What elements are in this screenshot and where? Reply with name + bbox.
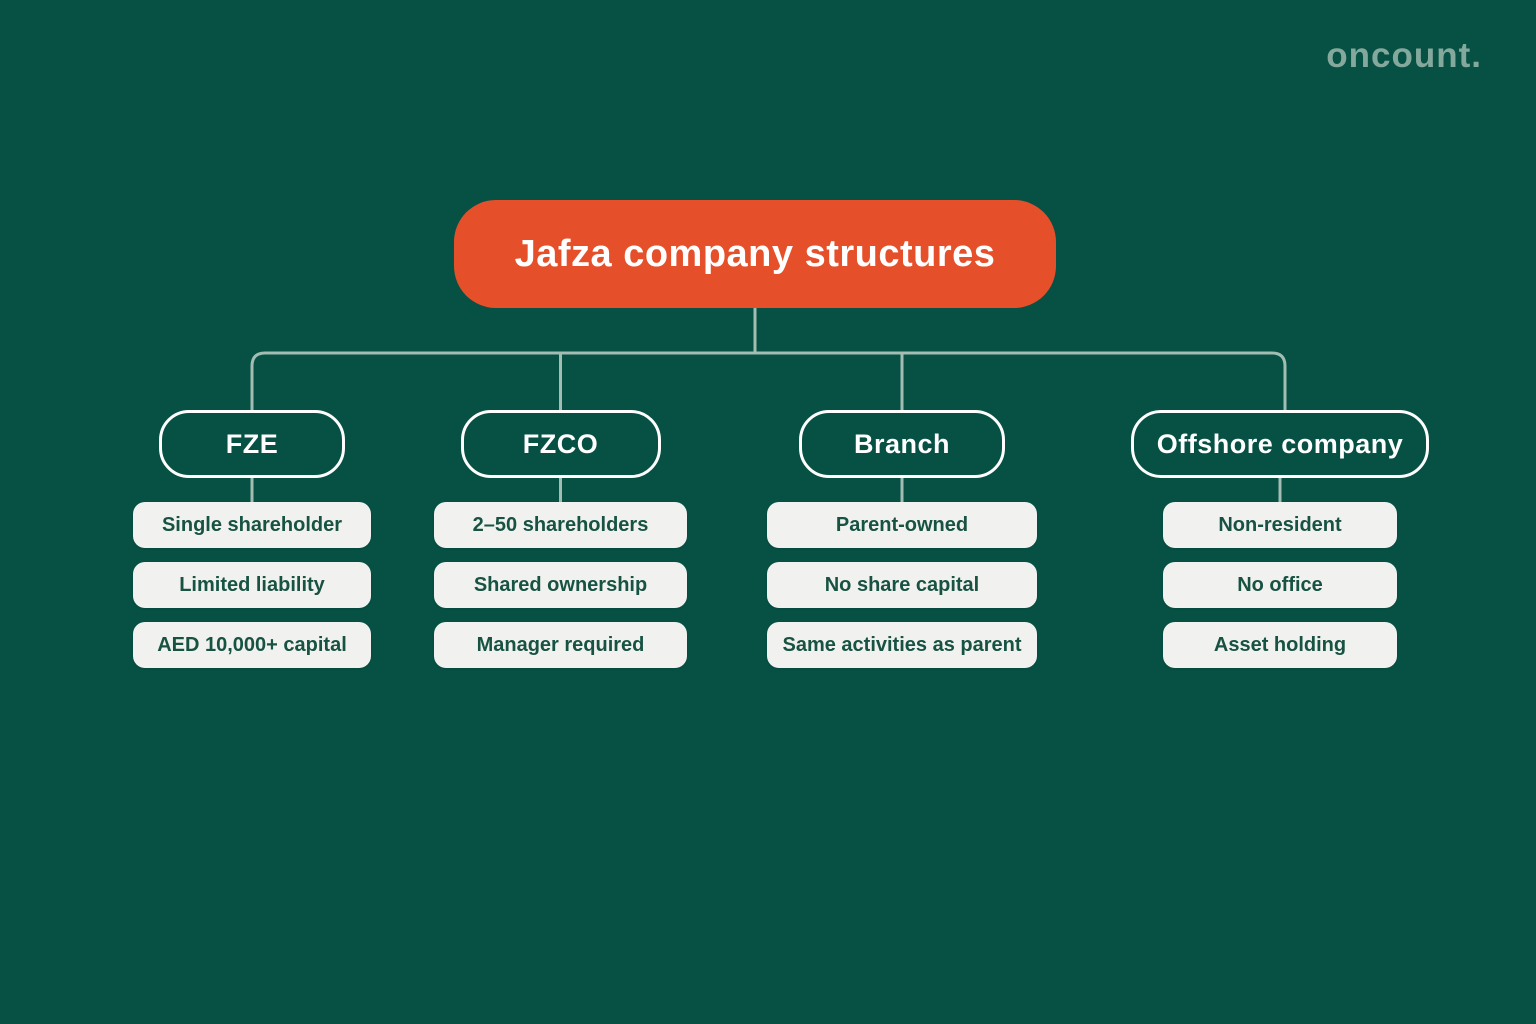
diagram-title: Jafza company structures <box>514 232 996 275</box>
connector-bus <box>250 351 1287 412</box>
leaf-item: Same activities as parent <box>767 622 1037 668</box>
node-header-label: Offshore company <box>1156 428 1404 459</box>
node-header-label: Branch <box>853 428 951 459</box>
title-node: Jafza company structures <box>454 200 1056 308</box>
column-offshore: Offshore company Non-resident No office … <box>1131 410 1429 668</box>
leaf-label: No office <box>1237 573 1323 596</box>
leaf-item: Manager required <box>434 622 687 668</box>
leaf-label: Asset holding <box>1213 633 1347 656</box>
leaf-label: Same activities as parent <box>782 633 1022 656</box>
leaf-item: 2–50 shareholders <box>434 502 687 548</box>
node-header-label: FZCO <box>522 428 599 459</box>
node-header-label: FZE <box>225 428 279 459</box>
leaf-label: 2–50 shareholders <box>472 513 649 536</box>
leaf-label: Non-resident <box>1218 513 1342 536</box>
node-header-offshore: Offshore company <box>1131 410 1429 478</box>
node-header-branch: Branch <box>799 410 1005 478</box>
node-header-fzco: FZCO <box>460 410 661 478</box>
leaf-item: No office <box>1163 562 1397 608</box>
leaf-item: Parent-owned <box>767 502 1037 548</box>
leaf-label: No share capital <box>824 573 980 596</box>
leaf-item: Asset holding <box>1163 622 1397 668</box>
leaf-item: Non-resident <box>1163 502 1397 548</box>
column-branch: Branch Parent-owned No share capital Sam… <box>767 410 1037 668</box>
leaf-item: Limited liability <box>133 562 371 608</box>
leaf-label: Limited liability <box>179 573 325 596</box>
leaf-item: Single shareholder <box>133 502 371 548</box>
node-header-fze: FZE <box>159 410 345 478</box>
leaf-label: Manager required <box>476 633 645 656</box>
leaf-item: AED 10,000+ capital <box>133 622 371 668</box>
leaf-item: No share capital <box>767 562 1037 608</box>
leaf-label: Parent-owned <box>835 513 969 536</box>
column-fze: FZE Single shareholder Limited liability… <box>133 410 371 668</box>
leaf-label: Shared ownership <box>473 573 648 596</box>
leaf-label: Single shareholder <box>161 513 343 536</box>
leaf-label: AED 10,000+ capital <box>157 633 347 656</box>
brand-logo: oncount. <box>1326 36 1482 75</box>
leaf-item: Shared ownership <box>434 562 687 608</box>
column-fzco: FZCO 2–50 shareholders Shared ownership … <box>434 410 687 668</box>
